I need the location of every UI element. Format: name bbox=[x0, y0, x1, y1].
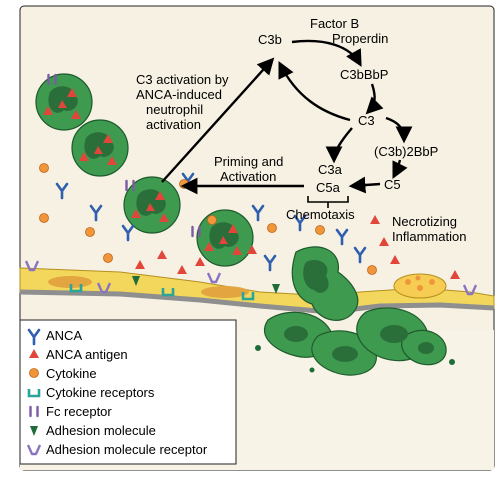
arrow-c3-to-c3a bbox=[325, 127, 353, 164]
cytokine bbox=[267, 223, 277, 233]
cell-debris bbox=[309, 367, 315, 373]
label-c3-activation-line3: neutrophil bbox=[146, 102, 203, 117]
arrow-c5-to-c5a bbox=[348, 176, 381, 194]
cytokine-icon bbox=[29, 368, 39, 378]
legend-item: Adhesion molecule receptor bbox=[26, 442, 208, 457]
label-priming-line2: Activation bbox=[220, 169, 276, 184]
legend-item: Adhesion molecule bbox=[30, 423, 156, 438]
arrow-c3b-to-c3bbbp bbox=[291, 39, 362, 67]
label-c3-activation-line1: C3 activation by bbox=[136, 72, 229, 87]
arrow-c3-to-c3b2bbp bbox=[385, 116, 413, 144]
legend-item: Fc receptor bbox=[29, 404, 112, 419]
transmigrating-neutrophils bbox=[255, 246, 455, 376]
label-c3-activation-line4: activation bbox=[146, 117, 201, 132]
basement-membrane bbox=[19, 289, 495, 315]
neutrophil-nucleus bbox=[332, 346, 358, 362]
arrow-to-c3b bbox=[161, 57, 275, 183]
cytokine bbox=[39, 213, 49, 223]
legend-item: ANCA bbox=[27, 328, 82, 346]
label-c3b: C3b bbox=[258, 32, 282, 47]
necrotic-zone bbox=[393, 273, 447, 299]
cytokine bbox=[207, 215, 217, 225]
neutrophil-nucleus bbox=[284, 326, 308, 342]
arrow-c3bbbp-to-c3 bbox=[365, 83, 384, 115]
cytokine bbox=[417, 285, 423, 291]
label-necrotizing-line1: Necrotizing bbox=[392, 214, 457, 229]
neutrophil-nucleus bbox=[303, 259, 329, 293]
legend-item: Cytokine receptors bbox=[27, 385, 155, 400]
label-c3: C3 bbox=[358, 113, 375, 128]
label-factor-b: Factor B bbox=[310, 16, 359, 31]
label-c3a: C3a bbox=[318, 162, 343, 177]
chemotaxis-bracket bbox=[307, 196, 349, 208]
legend-item: Cytokine bbox=[29, 366, 97, 381]
neutrophil bbox=[35, 73, 93, 131]
cytokine bbox=[85, 227, 95, 237]
arrow-c3b2bbp-to-c5 bbox=[392, 159, 408, 180]
cytokine bbox=[405, 279, 411, 285]
label-c5a: C5a bbox=[316, 180, 341, 195]
cytokine bbox=[429, 279, 435, 285]
neutrophil bbox=[196, 209, 254, 267]
label-c3b2bbp: (C3b)2BbP bbox=[374, 144, 438, 159]
legend-label: Adhesion molecule bbox=[46, 423, 156, 438]
legend-label: Adhesion molecule receptor bbox=[46, 442, 208, 457]
cytokine bbox=[103, 253, 113, 263]
neutrophil-nucleus bbox=[418, 342, 434, 354]
legend-label: ANCA antigen bbox=[46, 347, 128, 362]
complement-pathway-arrows bbox=[161, 39, 413, 208]
cytokine bbox=[415, 275, 421, 281]
legend-label: Cytokine receptors bbox=[46, 385, 155, 400]
cytokine bbox=[315, 225, 325, 235]
label-necrotizing-line2: Inflammation bbox=[392, 229, 466, 244]
endothelial-nucleus bbox=[201, 286, 249, 298]
cell-debris bbox=[449, 359, 455, 365]
legend-label: ANCA bbox=[46, 328, 82, 343]
neutrophil-nucleus bbox=[380, 325, 408, 343]
cytokine bbox=[367, 265, 377, 275]
label-chemotaxis: Chemotaxis bbox=[286, 207, 355, 222]
label-priming-line1: Priming and bbox=[214, 154, 283, 169]
pathway-labels: C3 activation by ANCA-induced neutrophil… bbox=[136, 16, 466, 244]
label-c5: C5 bbox=[384, 177, 401, 192]
label-properdin: Properdin bbox=[332, 31, 388, 46]
cell-debris bbox=[255, 345, 261, 351]
neutrophil bbox=[71, 119, 129, 177]
legend-item: ANCA antigen bbox=[29, 347, 128, 362]
legend: ANCA ANCA antigen Cytokine Cytokine rece… bbox=[19, 319, 237, 465]
legend-label: Cytokine bbox=[46, 366, 97, 381]
arrow-c3-to-c3b bbox=[278, 60, 351, 122]
cytokine bbox=[39, 163, 49, 173]
legend-box bbox=[19, 319, 237, 465]
label-c3bbbp: C3bBbP bbox=[340, 67, 388, 82]
label-c3-activation-line2: ANCA-induced bbox=[136, 87, 222, 102]
legend-label: Fc receptor bbox=[46, 404, 112, 419]
